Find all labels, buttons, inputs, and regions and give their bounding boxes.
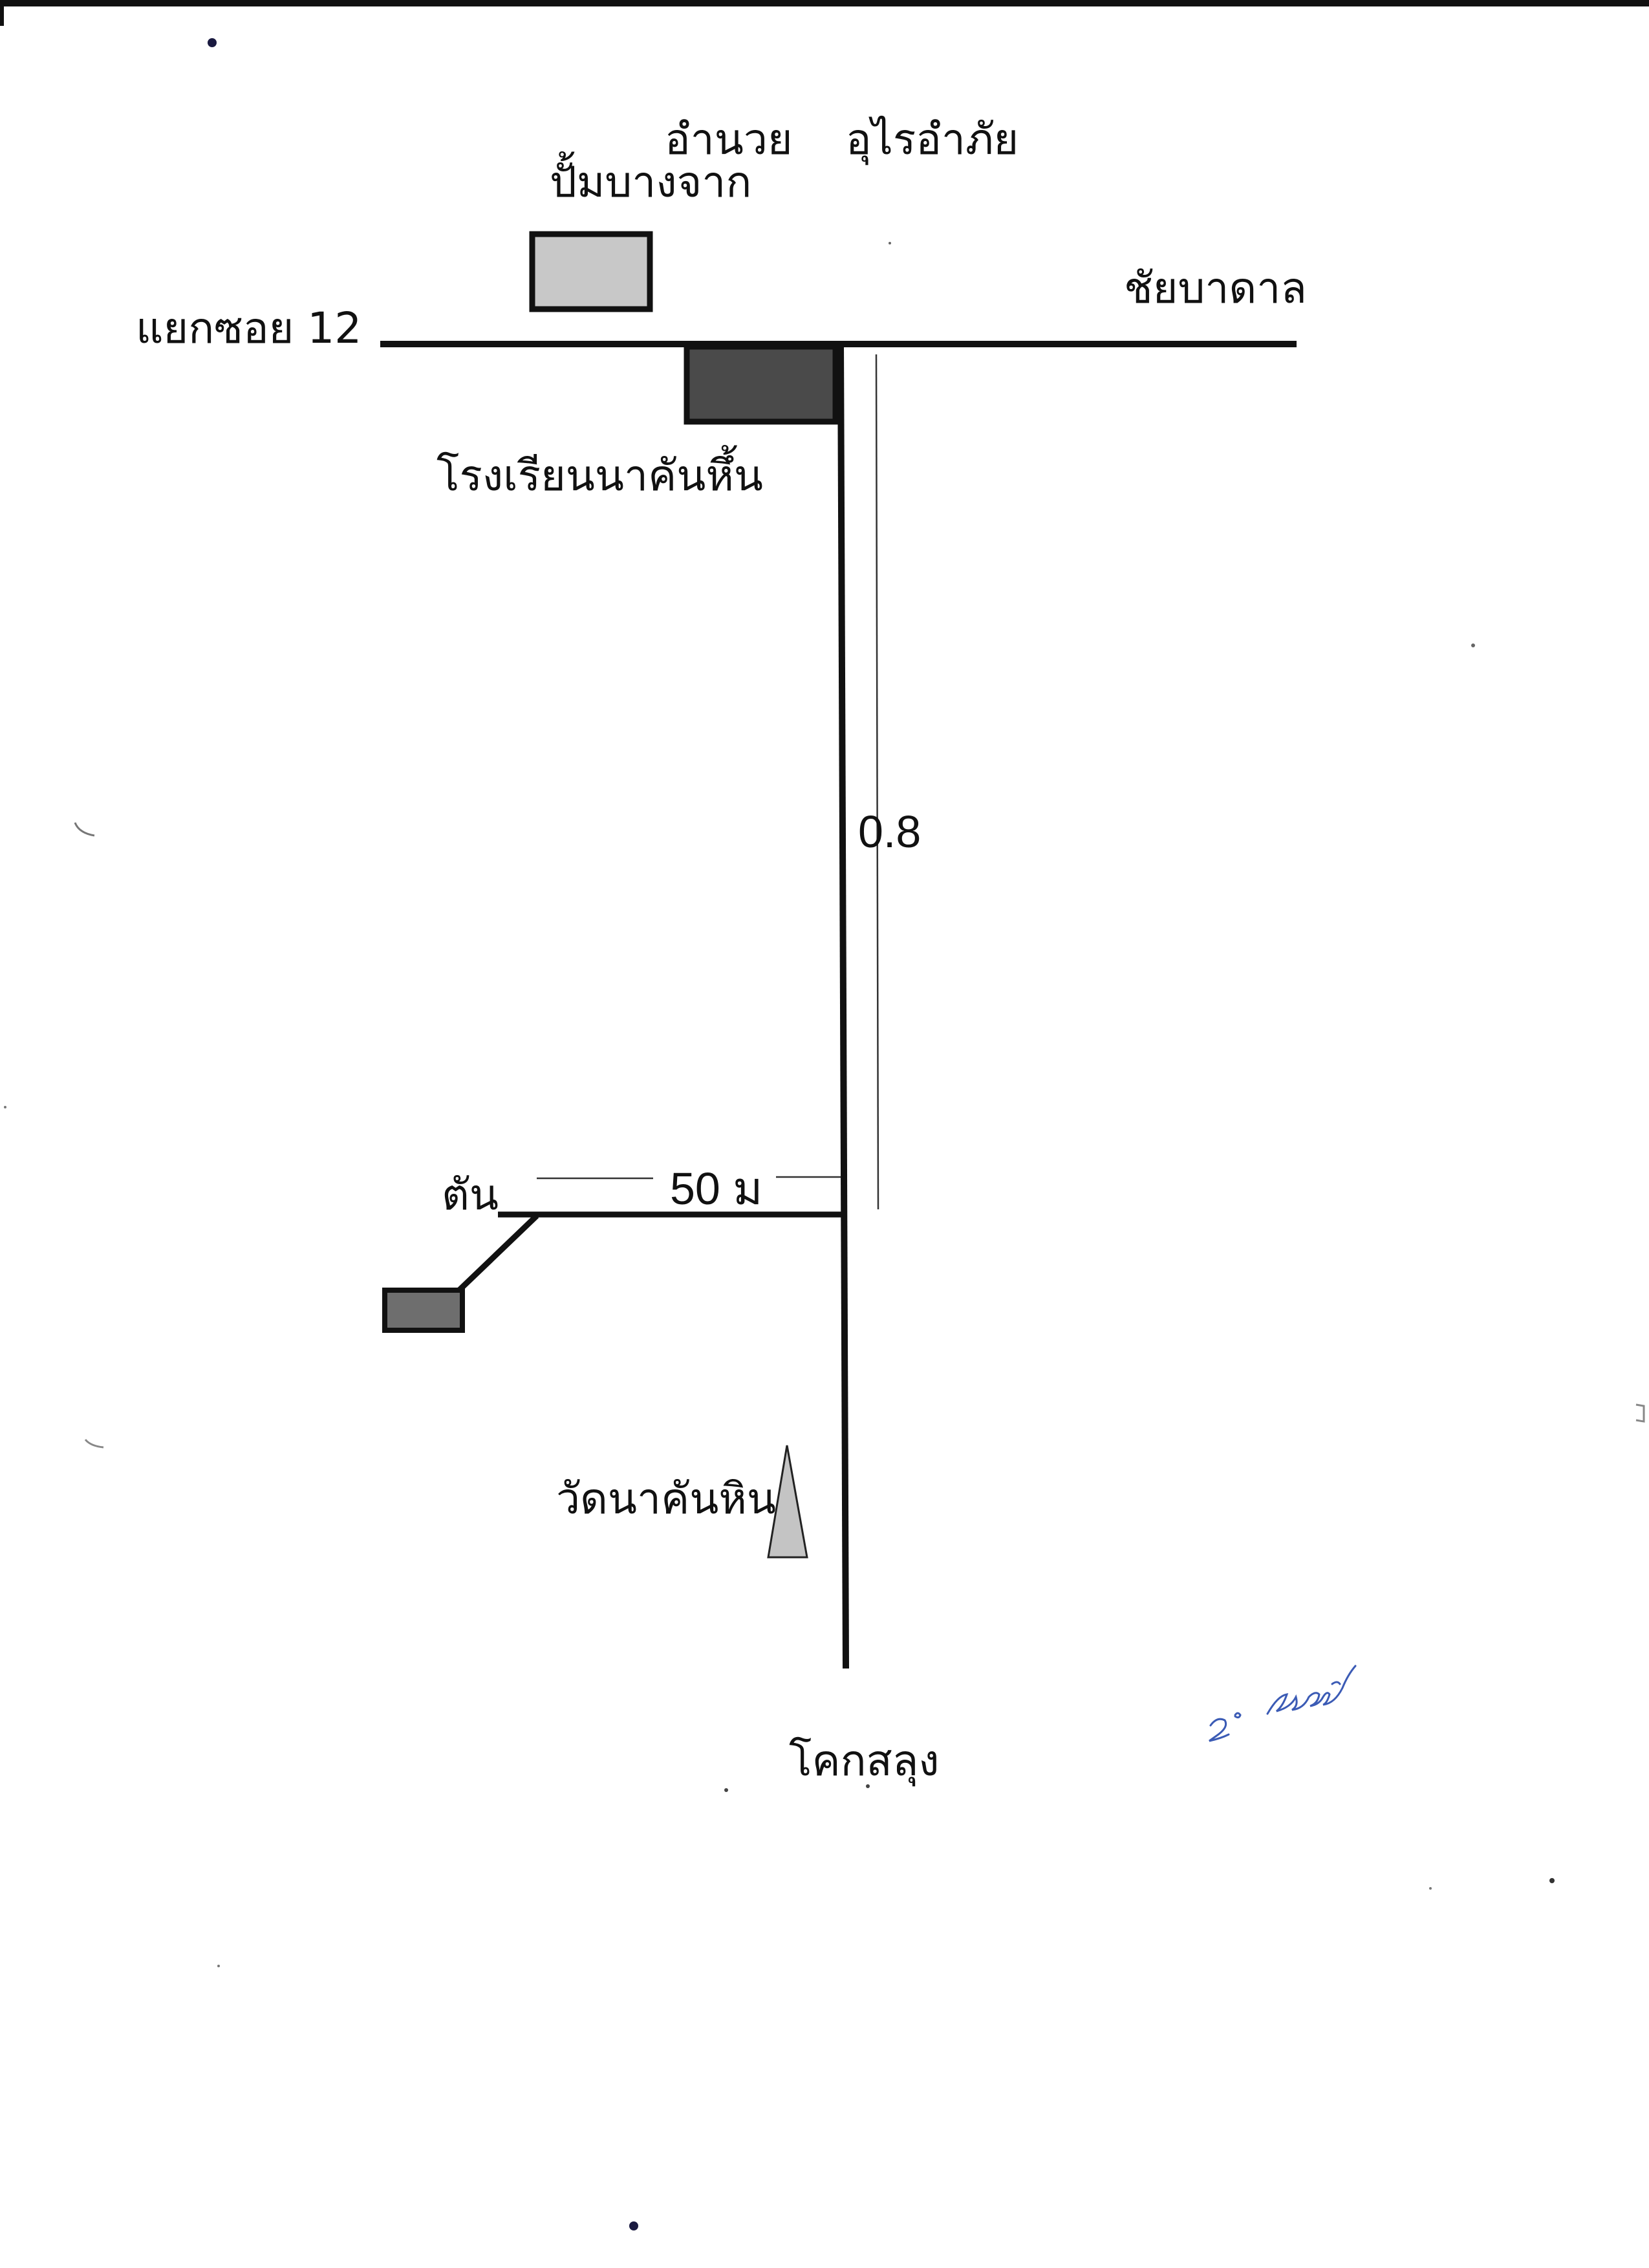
speck — [1429, 1887, 1432, 1890]
label-ton: ตัน — [442, 1170, 499, 1220]
label-khoksalung: โคกสลุง — [789, 1736, 940, 1787]
label-temple: วัดนาคันหิน — [556, 1474, 776, 1524]
speck — [208, 38, 217, 47]
distance-line-road — [875, 354, 879, 1210]
speck — [724, 1788, 728, 1792]
label-distance-road: 0.8 — [858, 806, 921, 857]
speck — [217, 1965, 220, 1967]
scan-corner-mark — [0, 0, 4, 26]
speck — [4, 1106, 6, 1108]
speck-mark — [1635, 1403, 1645, 1423]
temple-marker-icon — [767, 1445, 808, 1559]
label-soi12: แยกซอย 12 — [136, 303, 361, 353]
label-pump: ปั้มบางจาก — [550, 151, 751, 207]
label-distance-branch: 50 ม — [670, 1163, 762, 1214]
destination-box — [382, 1288, 465, 1333]
speck — [889, 242, 891, 244]
speck — [1471, 643, 1475, 647]
speck — [629, 2221, 638, 2230]
label-amnuai: อำนวย — [665, 114, 793, 164]
label-udon: อุไรอำภัย — [846, 114, 1018, 166]
school-box — [684, 343, 839, 425]
path-to-destination — [457, 1213, 539, 1293]
label-school: โรงเรียนนาคันหึ้น — [436, 445, 763, 501]
handwritten-signature — [1209, 1665, 1357, 1742]
scan-top-edge — [0, 0, 1649, 6]
pump-station-box — [529, 231, 653, 312]
side-road — [837, 343, 849, 1669]
speck-mark — [84, 1439, 104, 1449]
speck — [866, 1784, 870, 1788]
label-chaibadan: ชัยบาดาล — [1124, 263, 1307, 313]
speck-mark — [74, 822, 95, 837]
speck — [1549, 1878, 1555, 1883]
